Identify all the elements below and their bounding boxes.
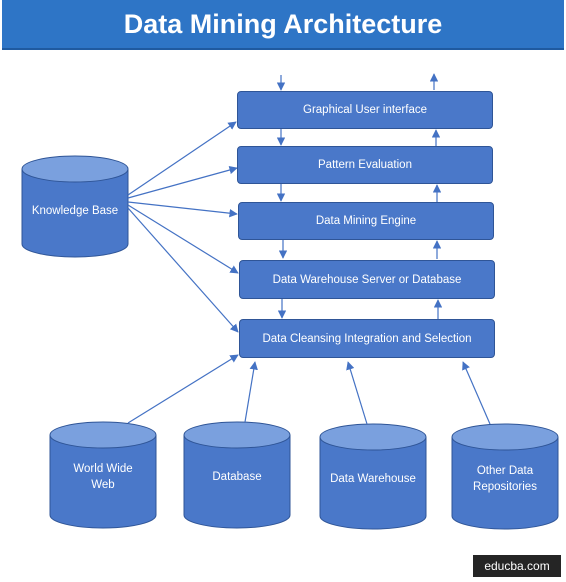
layer-pattern-evaluation: Pattern Evaluation <box>237 146 493 184</box>
arrow-data-warehouse-to-cleansing <box>346 361 368 425</box>
arrow-database-to-cleansing <box>244 361 258 423</box>
layer-data-cleansing: Data Cleansing Integration and Selection <box>239 319 495 358</box>
watermark-badge: educba.com <box>473 555 561 577</box>
world-wide-web-cylinder <box>49 421 157 529</box>
arrow-kb-to-pattern <box>127 165 238 199</box>
layer-graphical-user-interface: Graphical User interface <box>237 91 493 129</box>
world-wide-web-label: World Wide Web <box>73 463 133 491</box>
other-data-repositories-label: Other Data Repositories <box>473 465 537 493</box>
arrow-kb-to-server <box>127 204 239 274</box>
database-label: Database <box>212 471 262 483</box>
arrow-kb-to-engine <box>127 201 238 218</box>
arrow-www-to-cleansing <box>127 354 239 424</box>
page-title: Data Mining Architecture <box>2 0 564 50</box>
layer-data-mining-engine: Data Mining Engine <box>238 202 494 240</box>
data-warehouse-cylinder <box>319 423 427 530</box>
knowledge-base-cylinder <box>21 155 129 258</box>
layer-data-warehouse-server: Data Warehouse Server or Database <box>239 260 495 299</box>
other-data-repositories-cylinder <box>451 423 559 530</box>
knowledge-base-label: Knowledge Base <box>31 205 119 217</box>
data-warehouse-label: Data Warehouse <box>330 473 416 485</box>
arrow-kb-to-gui <box>127 121 237 196</box>
arrow-other-to-cleansing <box>462 361 491 425</box>
database-cylinder <box>183 421 291 529</box>
arrow-kb-to-cleansing <box>127 207 239 333</box>
